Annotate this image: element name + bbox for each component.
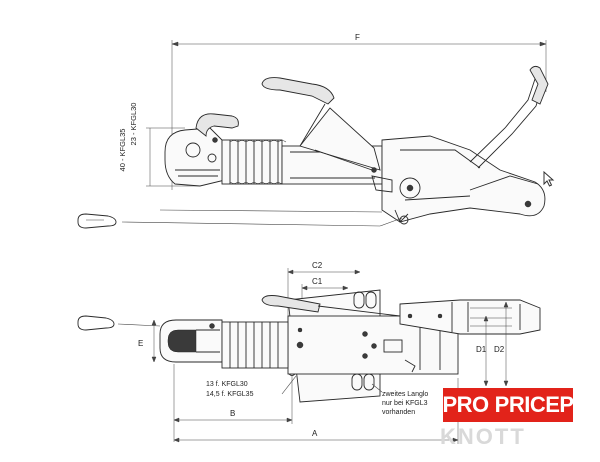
note-kfgl35: 14,5 f. KFGL35 [206, 391, 254, 398]
bellows-top [221, 321, 289, 369]
dimension-f-label: F [355, 33, 360, 42]
carabiner-icon [77, 315, 115, 331]
coupling-head-top [159, 319, 223, 363]
mouse-cursor-icon [543, 171, 555, 187]
brake-handle-raised [469, 65, 549, 191]
brand-pro: PRO [442, 392, 489, 417]
slot-note-line3: vorhanden [382, 409, 415, 416]
breakaway-cable-side [77, 209, 409, 229]
side-label-kfgl35: 40 - KFGL35 [118, 129, 127, 172]
slot-note: zweites Langlo nur bei KFGL3 vorhanden [371, 383, 428, 416]
dimension-b: B [173, 364, 293, 442]
handbrake-lever [261, 77, 381, 173]
brand-badge: PRO PRICEP [442, 388, 574, 422]
brake-assembly-top [261, 295, 541, 335]
dimension-c2-label: C2 [312, 261, 323, 270]
thickness-notes: 13 f. KFGL30 14,5 f. KFGL35 [206, 375, 297, 398]
dimension-d1-label: D1 [476, 345, 487, 354]
dimension-d: D1 D2 [476, 301, 509, 387]
breakaway-cable-top [77, 315, 161, 331]
bellows-side [221, 139, 287, 185]
watermark: KNOTT [440, 424, 526, 449]
dimension-e-label: E [138, 339, 143, 348]
height-dimension: 40 - KFGL35 23 - KFGL30 [118, 103, 200, 187]
dimension-d2-label: D2 [494, 345, 505, 354]
slot-note-line2: nur bei KFGL3 [382, 400, 428, 407]
slot-note-line1: zweites Langlo [382, 391, 428, 398]
dimension-b-label: B [230, 409, 235, 418]
side-label-kfgl30: 23 - KFGL30 [129, 103, 138, 146]
carabiner-icon [77, 213, 117, 229]
dimension-e: E [138, 319, 157, 363]
brand-pricep: PRICEP [494, 392, 574, 417]
dimension-f: F [171, 33, 547, 190]
note-kfgl30: 13 f. KFGL30 [206, 381, 248, 388]
dimension-c1-label: C1 [312, 277, 323, 286]
dimension-a-label: A [312, 429, 318, 438]
